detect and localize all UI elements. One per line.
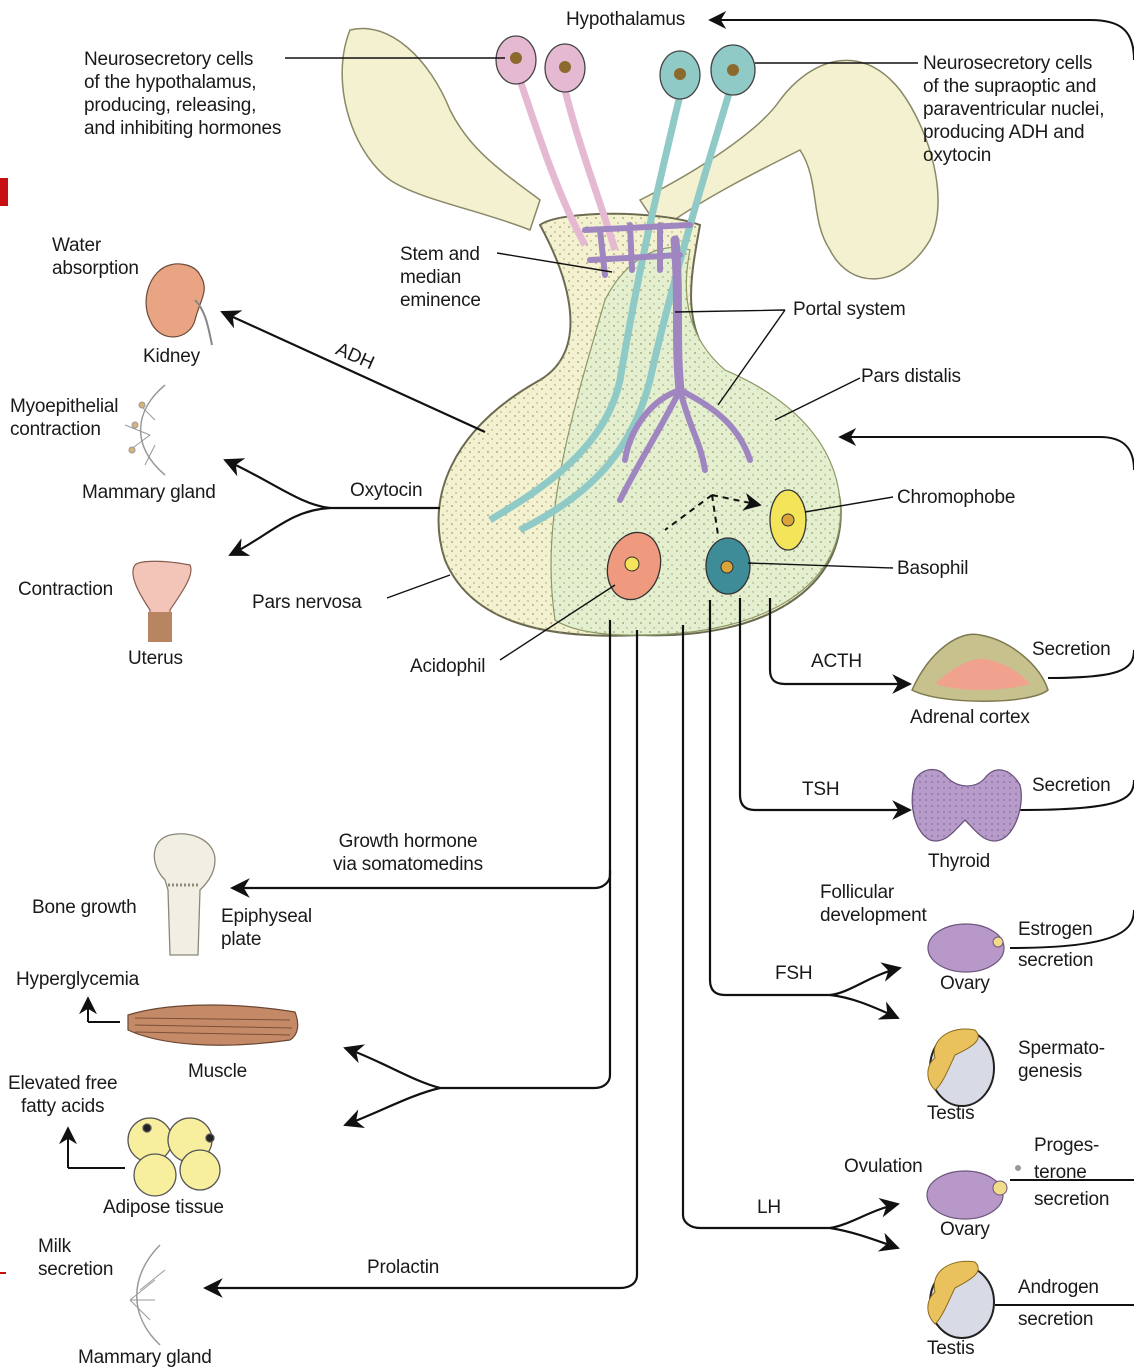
label-prolactin: Prolactin (367, 1256, 439, 1279)
kidney-illustration (146, 264, 212, 345)
thyroid-illustration (912, 770, 1021, 841)
label-progesterone-secretion: Proges- terone secretion (1034, 1132, 1109, 1213)
label-pars-nervosa: Pars nervosa (252, 591, 362, 614)
label-hyperglycemia: Hyperglycemia (16, 968, 139, 991)
label-basophil: Basophil (897, 557, 968, 580)
ovary-bottom-illustration (927, 1165, 1021, 1219)
mammary-gland-top-illustration (125, 385, 165, 475)
label-spermatogenesis: Spermato- genesis (1018, 1037, 1105, 1083)
label-adrenal-cortex: Adrenal cortex (910, 706, 1030, 729)
label-secretion-adrenal: Secretion (1032, 638, 1110, 661)
mammary-gland-bottom-illustration (130, 1245, 165, 1345)
label-testis-bottom: Testis (927, 1337, 974, 1360)
label-myoepithelial-contraction: Myoepithelial contraction (10, 395, 118, 441)
label-pars-distalis: Pars distalis (861, 365, 961, 388)
label-epiphyseal-plate: Epiphyseal plate (221, 905, 312, 951)
label-secretion-thyroid: Secretion (1032, 774, 1110, 797)
label-adipose-tissue: Adipose tissue (103, 1196, 224, 1219)
distalis-feedback-arrow (840, 437, 1134, 470)
label-thyroid: Thyroid (928, 850, 990, 873)
label-bone-growth: Bone growth (32, 896, 136, 919)
label-uterus: Uterus (128, 647, 183, 670)
label-acth: ACTH (811, 650, 862, 673)
label-stem-median-eminence: Stem and median eminence (400, 243, 481, 312)
ovary-top-illustration (928, 924, 1004, 972)
label-hypothalamus: Hypothalamus (566, 8, 685, 31)
label-ovary-bottom: Ovary (940, 1218, 990, 1241)
label-growth-hormone: Growth hormone via somatomedins (333, 830, 483, 876)
label-acidophil: Acidophil (410, 655, 485, 678)
muscle-illustration (128, 1005, 298, 1045)
uterus-illustration (133, 561, 191, 642)
label-muscle: Muscle (188, 1060, 247, 1083)
label-testis-top: Testis (927, 1102, 974, 1125)
slide-accent-tick (0, 1272, 6, 1274)
testis-top-illustration (928, 1029, 994, 1106)
label-oxytocin: Oxytocin (350, 479, 422, 502)
label-kidney: Kidney (143, 345, 200, 368)
label-elevated-ffa: Elevated free fatty acids (8, 1072, 117, 1118)
label-androgen-secretion: Androgen secretion (1018, 1272, 1099, 1336)
label-ovary-top: Ovary (940, 972, 990, 995)
testis-bottom-illustration (928, 1261, 994, 1338)
label-lh: LH (757, 1196, 781, 1219)
label-neurosecretory-supraoptic: Neurosecretory cells of the supraoptic a… (923, 52, 1104, 167)
label-mammary-gland-bottom: Mammary gland (78, 1346, 212, 1369)
label-tsh: TSH (802, 778, 839, 801)
label-mammary-gland-top: Mammary gland (82, 481, 216, 504)
label-ovulation: Ovulation (844, 1155, 922, 1178)
adipose-illustration (128, 1118, 220, 1196)
label-neurosecretory-hypothalamus: Neurosecretory cells of the hypothalamus… (84, 48, 281, 140)
label-fsh: FSH (775, 962, 812, 985)
slide-accent-mark (0, 178, 8, 206)
label-water-absorption: Water absorption (52, 234, 139, 280)
label-contraction: Contraction (18, 578, 113, 601)
label-follicular-development: Follicular development (820, 881, 927, 927)
label-estrogen-secretion: Estrogen secretion (1018, 914, 1093, 976)
label-milk-secretion: Milk secretion (38, 1235, 113, 1281)
adrenal-cortex-illustration (912, 634, 1048, 701)
bone-illustration (154, 834, 215, 955)
label-portal-system: Portal system (793, 298, 906, 321)
label-chromophobe: Chromophobe (897, 486, 1015, 509)
